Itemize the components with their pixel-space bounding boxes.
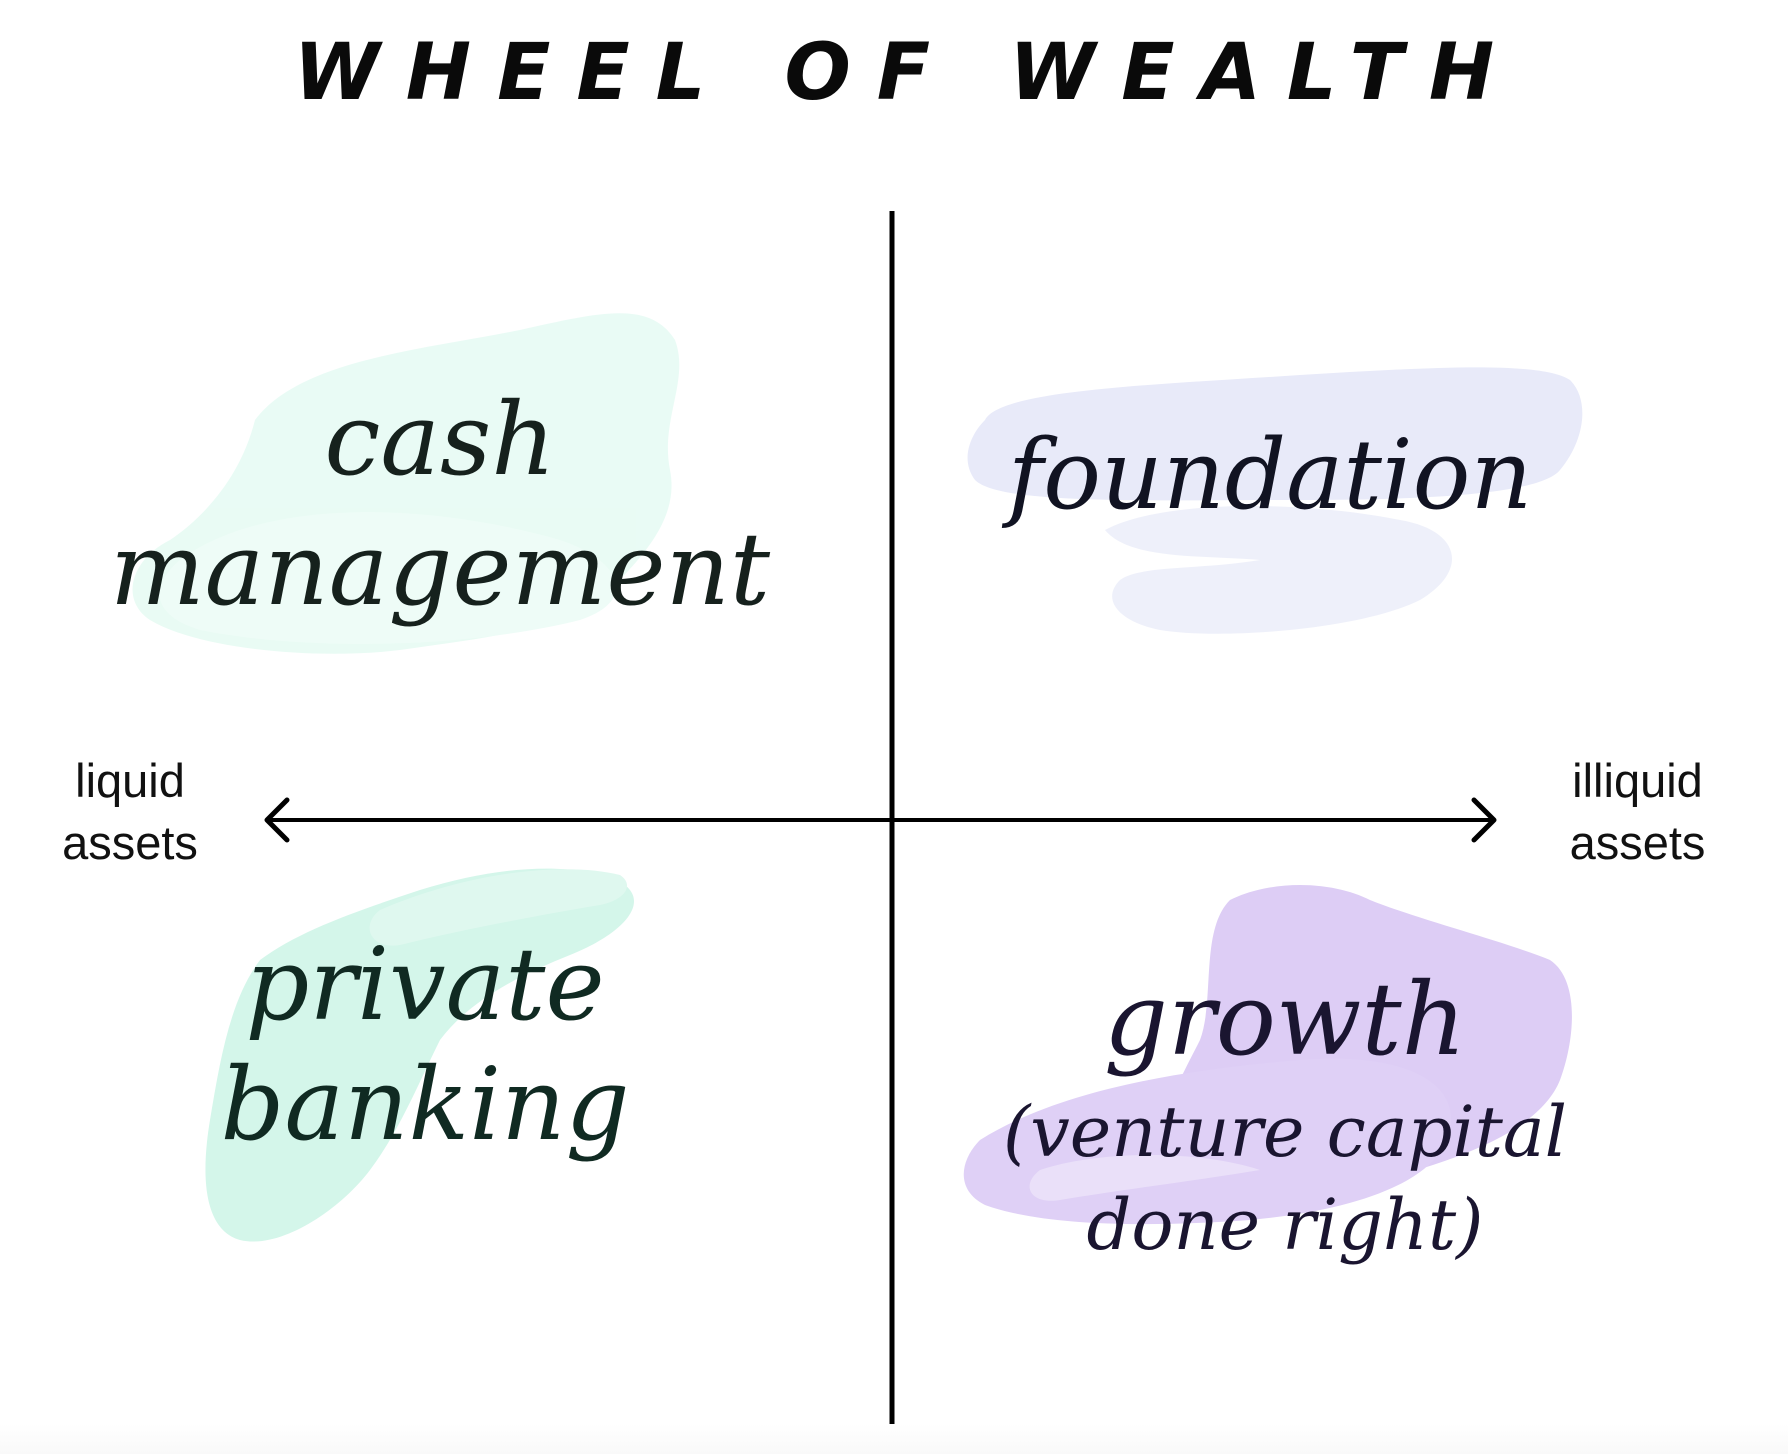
quadrant-label-line: cash bbox=[324, 381, 556, 498]
right-label-line-1: illiquid bbox=[1572, 754, 1703, 807]
right-arrowhead-icon bbox=[1471, 797, 1497, 843]
blob-growth bbox=[963, 885, 1572, 1225]
right-label-line-2: assets bbox=[1569, 816, 1706, 869]
diagram-title: WHEEL OF WEALTH bbox=[293, 28, 1521, 118]
quadrant-private-banking: private banking bbox=[190, 925, 660, 1165]
left-label-line-2: assets bbox=[62, 816, 198, 869]
blob-cash-management bbox=[132, 313, 680, 654]
quadrant-growth: growth (venture capital done right) bbox=[985, 955, 1585, 1270]
quadrant-foundation: foundation bbox=[990, 405, 1550, 545]
left-axis-label: liquid assets bbox=[40, 750, 220, 874]
quadrant-label-line: banking bbox=[220, 1046, 630, 1163]
bottom-edge-fade bbox=[0, 1424, 1788, 1454]
left-label-line-1: liquid bbox=[75, 754, 185, 807]
quadrant-label-line: foundation bbox=[1007, 419, 1533, 531]
blob-foundation bbox=[967, 367, 1583, 634]
quadrant-label-line: growth bbox=[1103, 961, 1467, 1078]
quadrant-label-line: private bbox=[245, 926, 605, 1043]
quadrant-label-line: (venture capital bbox=[1002, 1091, 1568, 1173]
blob-private-banking bbox=[205, 868, 634, 1242]
quadrant-cash-management: cash management bbox=[60, 380, 820, 640]
left-arrowhead-icon bbox=[264, 797, 290, 843]
quadrant-label-line: done right) bbox=[1086, 1184, 1484, 1266]
quadrant-label-line: management bbox=[109, 511, 771, 628]
right-axis-label: illiquid assets bbox=[1545, 750, 1730, 874]
